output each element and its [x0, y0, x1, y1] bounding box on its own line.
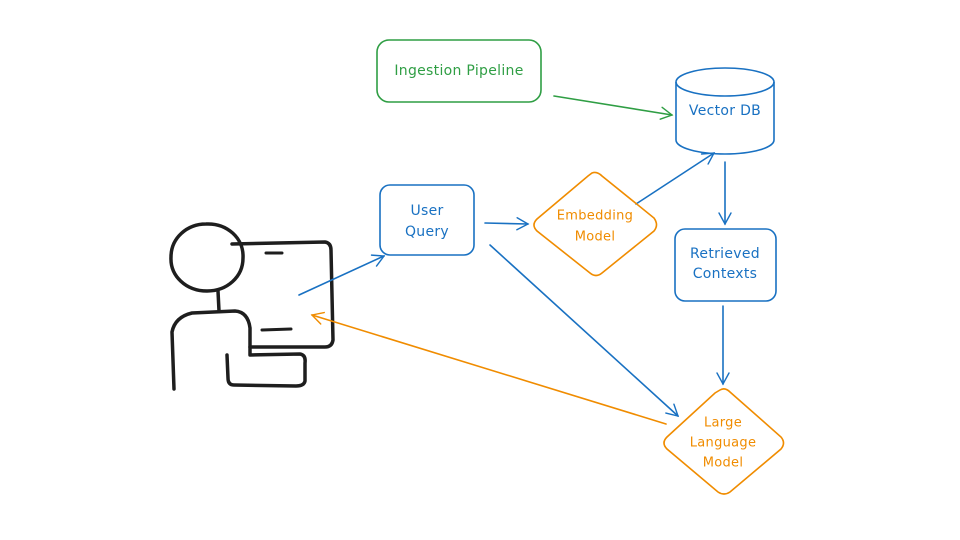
embedding-model-label-line2: Model: [575, 230, 616, 245]
llm-label-line1: Large: [704, 416, 742, 431]
person-body: [170, 309, 307, 391]
retrieved-contexts-label-line2: Contexts: [693, 266, 758, 282]
node-user-query: User Query: [379, 184, 475, 256]
node-ingestion-pipeline: Ingestion Pipeline: [376, 39, 542, 103]
edge-query-to-embedding: [484, 217, 530, 231]
vector-db-label: Vector DB: [689, 103, 761, 119]
node-retrieved-contexts: Retrieved Contexts: [674, 228, 777, 302]
node-large-language-model: Large Language Model: [663, 388, 785, 495]
llm-label-line3: Model: [703, 456, 744, 471]
monitor-icon: [230, 240, 335, 349]
edge-embedding-to-vectordb: [635, 152, 716, 205]
node-vector-db: Vector DB: [675, 67, 775, 155]
ingestion-pipeline-label: Ingestion Pipeline: [394, 63, 523, 79]
edge-query-to-llm: [489, 244, 680, 417]
embedding-model-label-line1: Embedding: [557, 209, 633, 224]
person-head: [169, 222, 245, 293]
edge-ingestion-to-vectordb: [553, 95, 674, 120]
person-neck: [216, 289, 221, 313]
user-query-label-line2: Query: [405, 224, 449, 240]
edge-user-to-query: [298, 254, 386, 296]
retrieved-contexts-label-line1: Retrieved: [690, 246, 760, 262]
person-at-computer-icon: [169, 222, 335, 391]
user-query-label-line1: User: [410, 203, 443, 219]
node-embedding-model: Embedding Model: [533, 171, 658, 277]
llm-label-line2: Language: [690, 436, 757, 451]
monitor-mouth-mark: [260, 327, 293, 332]
edge-llm-to-user: [310, 311, 667, 425]
